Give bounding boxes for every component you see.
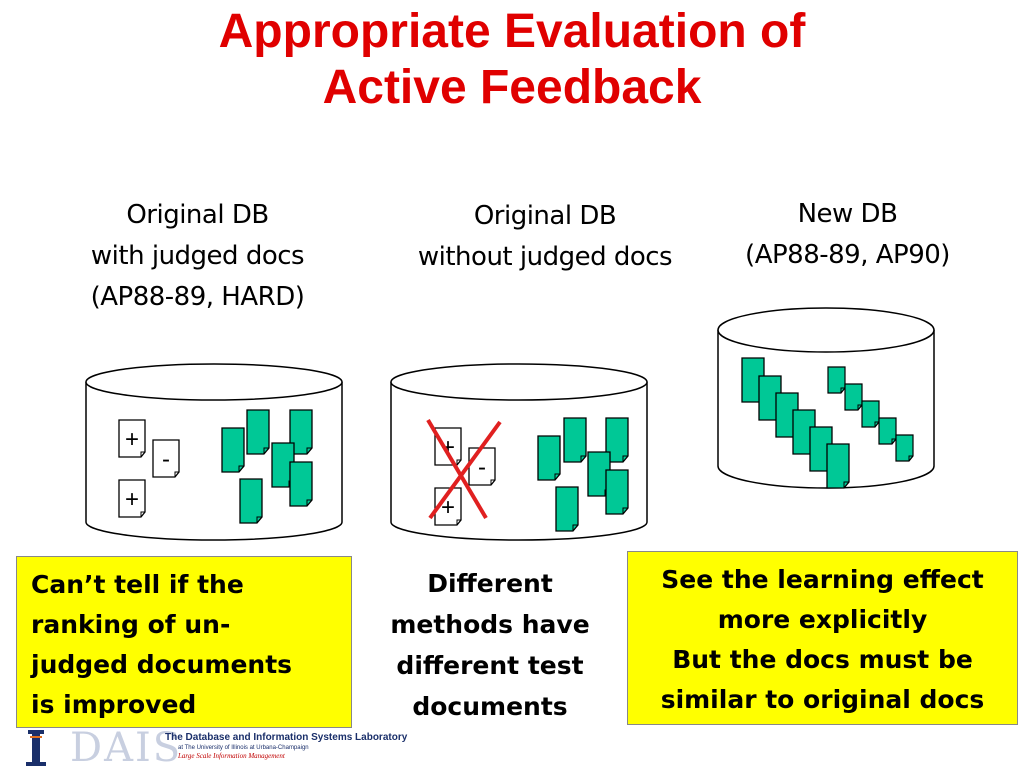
judged-doc-plus: +: [118, 419, 146, 458]
caption-db3: New DB (AP88-89, AP90): [715, 194, 980, 276]
note-left-line4: is improved: [31, 690, 197, 719]
note-middle-line1: Different: [427, 569, 553, 598]
note-right-line1: See the learning effect: [661, 565, 984, 594]
note-left: Can’t tell if the ranking of un- judged …: [16, 556, 352, 728]
cylinder-db3: [717, 307, 935, 489]
note-left-line2: ranking of un-: [31, 610, 231, 639]
note-left-line3: judged documents: [31, 650, 293, 679]
title-line-1: Appropriate Evaluation of: [218, 5, 806, 58]
caption-db1-line1: Original DB: [126, 200, 269, 230]
caption-db2: Original DB without judged docs: [395, 196, 695, 278]
footer-logo: [14, 728, 66, 768]
lab-name: The Database and Information Systems Lab…: [165, 732, 408, 743]
caption-db3-line1: New DB: [797, 199, 898, 229]
svg-text:+: +: [125, 426, 139, 453]
note-middle-line4: documents: [412, 692, 568, 721]
judged-doc-minus: -: [152, 439, 180, 478]
caption-db1-line2: with judged docs: [90, 241, 305, 271]
title-line-2: Active Feedback: [322, 61, 702, 114]
note-left-line1: Can’t tell if the: [31, 570, 244, 599]
lab-affiliation: at The University of Illinois at Urbana-…: [178, 745, 309, 751]
note-right: See the learning effect more explicitly …: [627, 551, 1018, 725]
university-seal-icon: [14, 728, 66, 768]
caption-db1: Original DB with judged docs (AP88-89, H…: [60, 195, 335, 318]
judged-doc-minus: -: [468, 447, 496, 486]
svg-text:-: -: [478, 454, 486, 481]
caption-db3-line2: (AP88-89, AP90): [745, 240, 950, 270]
caption-db1-line3: (AP88-89, HARD): [90, 282, 305, 312]
lab-tagline: Large Scale Information Management: [178, 752, 285, 760]
svg-text:+: +: [441, 434, 455, 461]
svg-text:+: +: [125, 486, 139, 513]
note-right-line4: similar to original docs: [660, 685, 985, 714]
caption-db2-line1: Original DB: [473, 201, 617, 231]
note-right-line3: But the docs must be: [672, 645, 973, 674]
note-middle: Different methods have different test do…: [365, 563, 615, 727]
judged-doc-plus: +: [434, 427, 462, 466]
slide-title: Appropriate Evaluation of Active Feedbac…: [0, 0, 1024, 116]
svg-text:-: -: [162, 446, 170, 473]
judged-doc-plus: +: [118, 479, 146, 518]
removed-cross-mark: [426, 418, 502, 520]
cylinder-db1: [85, 363, 343, 541]
note-middle-line3: different test: [396, 651, 584, 680]
dais-logo-text: DAIS: [70, 725, 183, 771]
note-right-line2: more explicitly: [717, 605, 928, 634]
caption-db2-line2: without judged docs: [417, 242, 673, 272]
note-middle-line2: methods have: [390, 610, 590, 639]
